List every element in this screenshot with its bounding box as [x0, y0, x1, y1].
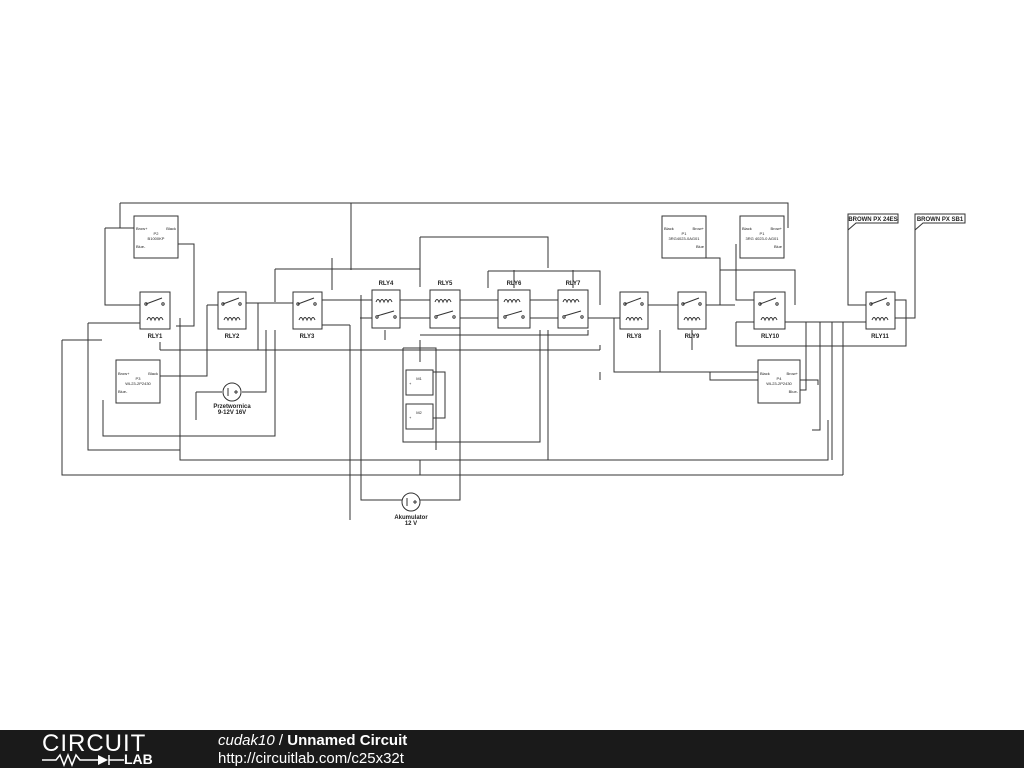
relay-rly9[interactable]: RLY9 — [677, 291, 707, 340]
motor-m2[interactable]: M2 + — [405, 403, 434, 430]
relay-label: RLY10 — [761, 334, 780, 340]
relay-rly1[interactable]: RLY1 — [139, 291, 171, 340]
motor-label: M2 — [416, 410, 422, 415]
pin-label: Black — [664, 226, 674, 231]
relay-rly2[interactable]: RLY2 — [217, 291, 247, 340]
relay-rly5[interactable]: RLY5 — [429, 281, 461, 329]
pin-label: Brow+ — [118, 371, 130, 376]
converter-name: Przetwornica — [213, 404, 251, 410]
author-link[interactable]: cudak10 — [218, 732, 275, 749]
relay-label: RLY3 — [300, 334, 315, 340]
net-tag-pxsb1[interactable]: BROWN PX SB1 — [914, 213, 966, 232]
relay-label: RLY9 — [685, 334, 700, 340]
wires — [61, 202, 916, 520]
battery-value: 12 V — [405, 521, 417, 527]
relay-label: RLY6 — [507, 281, 522, 287]
battery-source[interactable]: Akumulator 12 V — [394, 492, 428, 527]
logo-text-top: CIRCUIT — [42, 730, 147, 757]
pin-label: Brow+ — [771, 226, 783, 231]
module-p1-right[interactable]: Black Brow+ P1 3RG 4023-0 AG01 Blue — [739, 215, 785, 259]
pin-label: Black — [760, 371, 770, 376]
motor-label: M1 — [416, 376, 422, 381]
relay-label: RLY4 — [379, 281, 394, 287]
footer-bar: CIRCUIT LAB cudak10 / Unnamed Circuit ht… — [0, 730, 1024, 768]
module-part: WL23-2P2430 — [125, 381, 151, 386]
motor-m1[interactable]: M1 + — [405, 369, 434, 396]
circuitlab-logo[interactable]: CIRCUIT LAB — [42, 730, 174, 767]
module-ref: P3 — [136, 376, 142, 381]
module-p4[interactable]: Black Brow+ P4 WL23-2P2430 Blue- — [757, 359, 801, 404]
pin-label: Blue- — [789, 389, 799, 394]
pin-label: Blue — [696, 244, 705, 249]
circuit-schematic: RLY1 RLY2 RLY3 RLY4 RLY5 RLY6 — [61, 202, 966, 527]
pin-label: Blue — [774, 244, 783, 249]
relay-rly4[interactable]: RLY4 — [371, 281, 401, 329]
relay-label: RLY5 — [438, 281, 453, 287]
pin-label: Brow+ — [136, 226, 148, 231]
relay-label: RLY1 — [148, 334, 163, 340]
plus-sign: + — [409, 381, 412, 386]
pin-label: Black — [148, 371, 158, 376]
module-ref: P1 — [760, 231, 766, 236]
relay-label: RLY8 — [627, 334, 642, 340]
relay-rly10[interactable]: RLY10 — [753, 291, 786, 340]
net-tag-label: BROWN PX 24ES — [848, 217, 897, 223]
circuit-title: cudak10 / Unnamed Circuit — [218, 732, 407, 750]
converter-value: 9-12V 16V — [218, 410, 246, 416]
net-tag-label: BROWN PX SB1 — [917, 217, 964, 223]
module-p2[interactable]: Brow+ Black P2 B1000KP Blue- — [133, 215, 179, 259]
relay-label: RLY2 — [225, 334, 240, 340]
module-part: 3RG 4023-0 AG01 — [746, 236, 780, 241]
module-p3[interactable]: Brow+ Black P3 WL23-2P2430 Blue- — [115, 359, 161, 404]
module-part: B1000KP — [148, 236, 165, 241]
title-separator: / — [278, 732, 284, 749]
pin-label: Blue- — [118, 389, 128, 394]
relay-rly3[interactable]: RLY3 — [292, 291, 323, 340]
pin-label: Blue- — [136, 244, 146, 249]
circuit-name[interactable]: Unnamed Circuit — [287, 732, 408, 749]
logo-wave-icon — [42, 753, 124, 767]
relay-rly11[interactable]: RLY11 — [865, 291, 896, 340]
module-ref: P4 — [777, 376, 783, 381]
pin-label: Brow+ — [693, 226, 705, 231]
logo-text-bottom: LAB — [124, 751, 153, 767]
net-tag-px24es[interactable]: BROWN PX 24ES — [847, 213, 899, 232]
battery-name: Akumulator — [394, 515, 428, 521]
relay-label: RLY11 — [871, 334, 889, 340]
plus-sign: + — [409, 415, 412, 420]
relay-rly8[interactable]: RLY8 — [619, 291, 649, 340]
module-ref: P2 — [154, 231, 160, 236]
pin-label: Black — [166, 226, 176, 231]
converter-source[interactable]: Przetwornica 9-12V 16V — [213, 382, 251, 416]
circuit-url[interactable]: http://circuitlab.com/c25x32t — [218, 750, 404, 767]
relay-rly7[interactable]: RLY7 — [557, 281, 589, 329]
module-part: 3RG4023-0AG01 — [669, 236, 701, 241]
module-part: WL23-2P2430 — [766, 381, 792, 386]
relay-rly6[interactable]: RLY6 — [497, 281, 531, 329]
pin-label: Brow+ — [787, 371, 799, 376]
pin-label: Black — [742, 226, 752, 231]
relay-label: RLY7 — [566, 281, 581, 287]
module-ref: P1 — [682, 231, 688, 236]
module-p1-left[interactable]: Black Brow+ P1 3RG4023-0AG01 Blue — [661, 215, 707, 259]
